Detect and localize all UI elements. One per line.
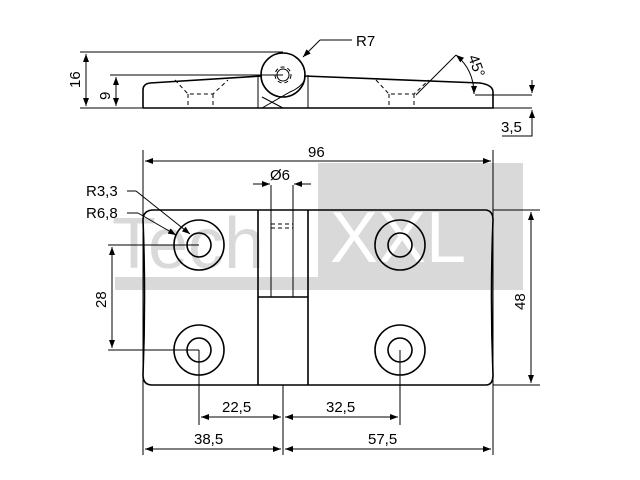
pin-diameter: Ø6 [270,167,290,184]
angle-label: 45° [464,53,488,80]
left-leaf-width: 38,5 [194,431,223,448]
left-hole-offset: 22,5 [222,399,251,416]
top-view: 96 Ø6 R3,3 R6,8 28 48 22,5 32,5 38,5 57,… [86,144,540,455]
counterbore-radius-label: R6,8 [86,205,118,222]
watermark-right: XXL [330,198,466,278]
width-total: 96 [308,144,325,161]
side-height-total: 16 [67,71,84,88]
side-height-leaf: 9 [97,92,114,100]
hole-radius-label: R3,3 [86,183,118,200]
vertical-hole-spacing: 28 [93,291,110,308]
right-leaf-width: 57,5 [368,431,397,448]
watermark: Tech XXL [112,163,523,290]
right-hole-offset: 32,5 [326,399,355,416]
radius-label: R7 [356,33,375,50]
height-total: 48 [512,293,529,310]
edge-thickness: 3,5 [501,119,522,136]
watermark-left: Tech [112,204,264,284]
side-view: 16 9 R7 45° 3,5 [67,33,535,137]
